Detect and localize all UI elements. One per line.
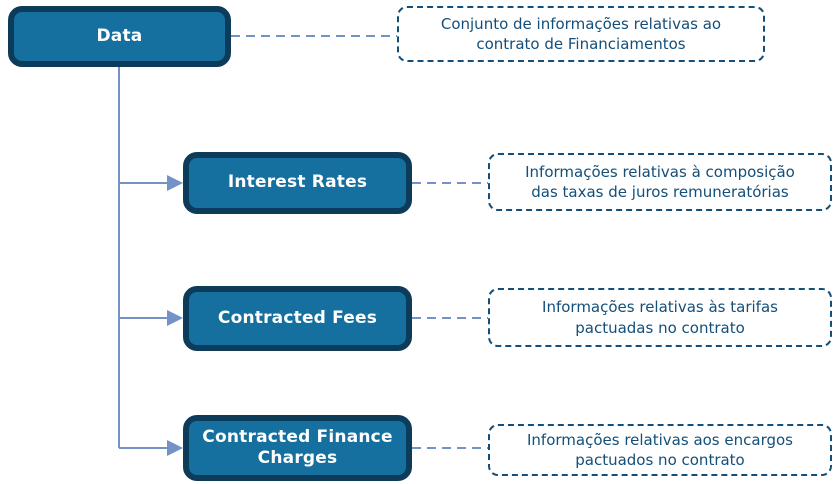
note-contracted-finance-charges-text: Informações relativas aos encargos pactu… xyxy=(526,430,793,469)
note-data: Conjunto de informações relativas ao con… xyxy=(397,6,765,62)
note-interest-rates-text: Informações relativas à composição das t… xyxy=(525,162,795,201)
node-interest-rates: Interest Rates xyxy=(183,152,412,214)
note-data-text: Conjunto de informações relativas ao con… xyxy=(440,14,722,53)
note-contracted-finance-charges: Informações relativas aos encargos pactu… xyxy=(488,424,832,476)
note-contracted-fees-text: Informações relativas às tarifas pactuad… xyxy=(542,298,778,337)
node-data: Data xyxy=(8,6,231,67)
node-contracted-finance-charges-label: Contracted Finance Charges xyxy=(202,426,393,468)
arrowhead-3 xyxy=(167,440,183,456)
node-data-label: Data xyxy=(96,25,143,46)
node-contracted-fees: Contracted Fees xyxy=(183,286,412,351)
node-contracted-fees-label: Contracted Fees xyxy=(217,307,378,328)
note-interest-rates: Informações relativas à composição das t… xyxy=(488,153,832,211)
node-contracted-finance-charges: Contracted Finance Charges xyxy=(183,415,412,481)
note-contracted-fees: Informações relativas às tarifas pactuad… xyxy=(488,288,832,347)
node-interest-rates-label: Interest Rates xyxy=(227,172,368,193)
arrowhead-1 xyxy=(167,175,183,191)
arrowhead-2 xyxy=(167,310,183,326)
